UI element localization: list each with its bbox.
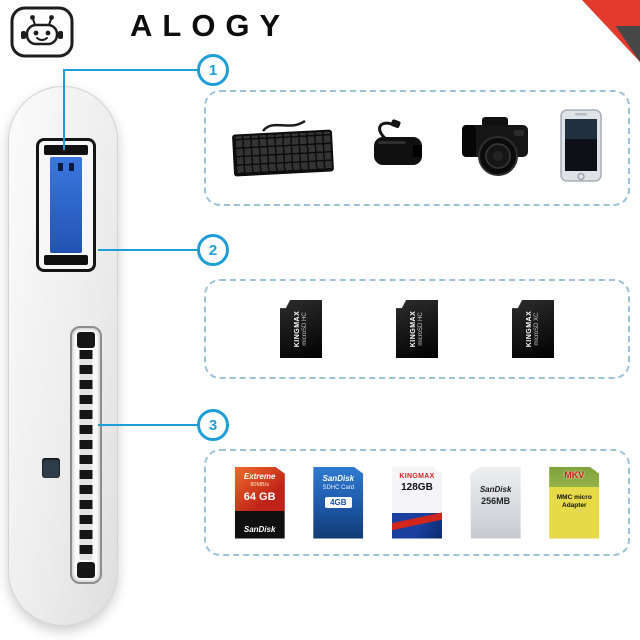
sd-slot-top-cap [77,332,95,348]
keyboard-icon [231,116,335,180]
usb-a-port [36,138,96,272]
sd-card-model: Extreme [243,471,276,481]
dslr-camera-icon [456,111,534,186]
microsd-card-label: KINGMAX microSD XC [526,302,540,356]
microsd-card: KINGMAX microSD HC [280,300,322,358]
sd-card-art-panel [391,512,442,539]
mmc-card-sandisk: SanDisk 256MB [470,466,521,539]
microsd-brand: KINGMAX [526,310,533,348]
microsd-type: microSD HC [418,312,424,346]
brand-wordmark: ALOGY [130,8,291,43]
sd-card-slot [70,326,102,584]
compatibility-box-sd-cards: Extreme 80MB/s 64 GB SanDisk SanDisk SDH… [204,449,630,556]
sd-card-capacity: 128GB [401,481,433,493]
brand-robot-logo-icon [10,6,74,58]
sd-card-sandisk-sdhc: SanDisk SDHC Card 4GB [313,466,364,539]
sd-card-capacity: 64 GB [243,490,276,503]
usb-port-contacts [58,163,74,171]
usb-network-adapter-icon [360,117,432,180]
microsd-card-slot [42,458,60,478]
callout-line-3-horizontal [98,424,199,426]
sd-card-capacity: 4GB [325,496,352,508]
sd-card-kingmax: KINGMAX 128GB [391,466,442,539]
sd-card-brand: SanDisk [322,473,355,483]
microsd-card-label: KINGMAX microSD HC [410,302,424,356]
sd-card-sandisk-extreme: Extreme 80MB/s 64 GB SanDisk [234,466,285,539]
callout-badge-3: 3 [197,409,229,441]
microsd-type: microSD XC [534,312,540,346]
usb-port-top-cap [44,145,88,155]
keyboard-body [231,129,334,177]
compatibility-box-usb-devices [204,90,630,206]
callout-badge-2: 2 [197,234,229,266]
sd-card-brand: MKV [564,469,585,480]
sd-card-capacity: 256MB [481,495,511,506]
microsd-card: KINGMAX microSD HC [396,300,438,358]
microsd-type: microSD HC [302,312,308,346]
microsd-brand: KINGMAX [294,310,301,348]
sd-card-brand: SanDisk [243,524,276,534]
microsd-card: KINGMAX microSD XC [512,300,554,358]
corner-ribbon-decoration [582,0,640,62]
callout-badge-1: 1 [197,54,229,86]
card-reader-device [8,86,118,626]
usb-port-bottom-cap [44,255,88,265]
sd-card-green-band [549,466,600,487]
sd-card-model-line2: Adapter [562,501,587,509]
sd-card-model: SDHC Card [322,484,355,491]
microsd-brand: KINGMAX [410,310,417,348]
callout-line-1-vertical [63,70,65,150]
microsd-card-label: KINGMAX microSD HC [294,302,308,356]
sd-card-brand: KINGMAX [399,472,435,480]
sd-slot-pins [79,350,93,560]
keyboard-cable-icon [261,119,306,132]
callout-line-1-horizontal [63,69,199,71]
sd-card-model: MMC micro [556,493,592,501]
usb-port-tongue [50,157,82,253]
sd-card-red-panel [234,466,285,511]
sd-slot-bottom-cap [77,562,95,578]
sd-card-brand: SanDisk [479,484,512,494]
callout-line-2-horizontal [98,249,199,251]
mmc-micro-adapter-card: MKV MMC micro Adapter [549,466,600,539]
sd-card-speed: 80MB/s [250,481,269,488]
smartphone-icon [559,108,603,189]
compatibility-box-microsd-cards: KINGMAX microSD HC KINGMAX microSD HC KI… [204,279,630,379]
